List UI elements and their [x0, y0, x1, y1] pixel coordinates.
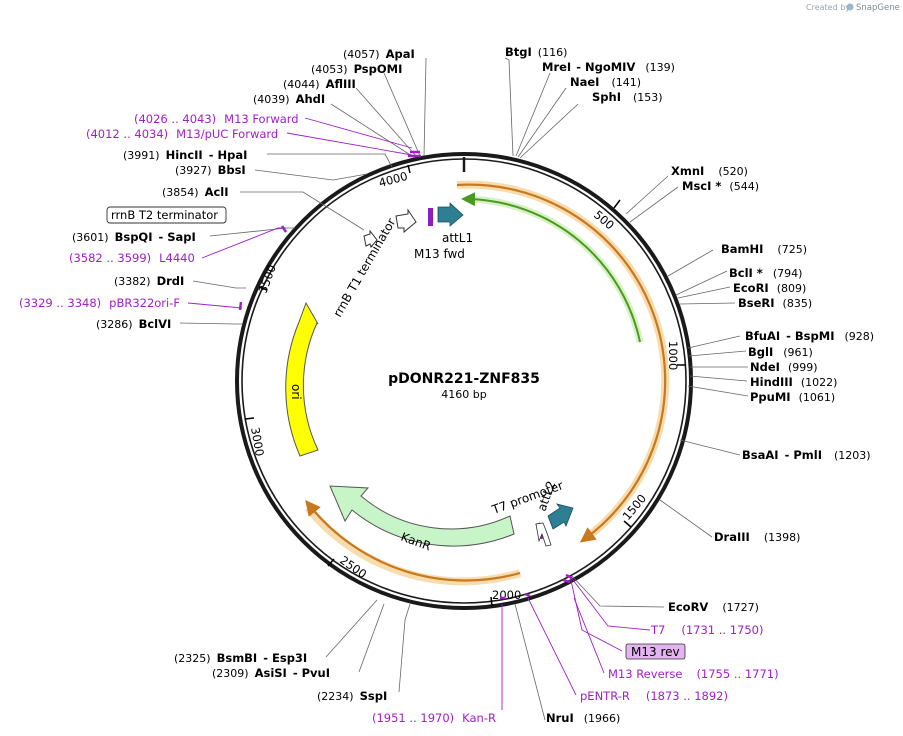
- attl1-feature: [437, 202, 464, 227]
- kanr-feature: [329, 485, 515, 547]
- m13-rev-label: M13 rev: [631, 645, 680, 659]
- primer-l4440: (3582 .. 3599)L4440: [69, 251, 195, 265]
- green-feature-arc: [461, 192, 641, 343]
- rrnb-t1-terminator-feature: [395, 208, 417, 234]
- tick-label-1000: 1000: [666, 341, 680, 370]
- enzyme-bcli: BclI *(794): [729, 266, 802, 280]
- enzyme-draiii: DraIII(1398): [714, 530, 800, 544]
- tick-label-3500: 3500: [256, 263, 279, 295]
- primer-pentr-r: pENTR-R(1873 .. 1892): [580, 689, 728, 703]
- attl1-label: attL1: [442, 231, 473, 245]
- enzyme-bclvi: (3286)BclVI: [96, 317, 171, 331]
- enzyme-bfuai: BfuAI- BspMI(928): [745, 329, 874, 343]
- tick-marks: [244, 164, 686, 607]
- rrnb-t2-terminator-feature: [363, 229, 378, 248]
- enzyme-ppumi: PpuMI(1061): [750, 390, 835, 404]
- tick-label-3000: 3000: [248, 426, 267, 457]
- enzyme-bgli: BglI(961): [748, 345, 813, 359]
- attl2-feature: [547, 503, 574, 530]
- watermark-created-by: Created by: [806, 3, 850, 12]
- m13fwd-label: M13 fwd: [414, 247, 465, 261]
- rrnb-t1-label: rrnB T1 terminator: [330, 216, 398, 320]
- m13fwd-primer-mark: [428, 208, 433, 226]
- primer-pbr322ori-f: (3329 .. 3348)pBR322ori-F: [19, 296, 180, 310]
- snapgene-logo-icon: [846, 3, 854, 11]
- watermark-brand: SnapGene: [856, 3, 900, 13]
- t7-promoter-feature: [535, 522, 552, 547]
- tick-label-2000: 2000: [492, 588, 521, 602]
- enzyme-acli: (3854)AclI: [162, 185, 229, 199]
- tick-label-4000: 4000: [377, 169, 409, 190]
- primer-marks: [238, 150, 573, 600]
- enzyme-afliii: (4044)AflIII: [283, 77, 356, 91]
- attl2-label: attL2: [535, 479, 559, 513]
- enzyme-sphi: SphI(153): [592, 90, 663, 104]
- enzyme-sspi: (2234)SspI: [317, 689, 387, 703]
- backbone-outer-ring: [235, 152, 693, 610]
- enzyme-asisi: (2309)AsiSI- PvuI: [212, 666, 330, 680]
- enzyme-hindiii: HindIII(1022): [750, 375, 837, 389]
- snapgene-watermark: Created by SnapGene: [806, 3, 900, 13]
- enzyme-naei: NaeI(141): [570, 75, 641, 89]
- primer-kan-r: (1951 .. 1970)Kan-R: [372, 711, 496, 725]
- enzyme-hincii: (3991)HincII- HpaI: [123, 148, 247, 162]
- primer-m13-puc-forward: (4012 .. 4034)M13/pUC Forward: [86, 127, 278, 141]
- enzyme-apai: (4057)ApaI: [343, 47, 415, 61]
- enzyme-ahdi: (4039)AhdI: [253, 92, 325, 106]
- orange-lower-arc: [305, 500, 521, 582]
- enzyme-bseri: BseRI(835): [738, 296, 812, 310]
- m13-rev-badge: [625, 643, 686, 660]
- ori-label: ori: [289, 384, 303, 400]
- enzyme-nrui: NruI(1966): [546, 711, 620, 725]
- rrnb-t2-label-box: [106, 206, 227, 224]
- enzyme-mrei: MreI- NgoMIV(139): [542, 60, 675, 74]
- enzyme-btgi: BtgI(116): [505, 45, 567, 59]
- enzyme-ecorv: EcoRV(1727): [668, 600, 759, 614]
- enzyme-msci: MscI *(544): [682, 179, 759, 193]
- primer-m13-forward: (4026 .. 4043)M13 Forward: [134, 112, 299, 126]
- enzyme-bsmbi: (2325)BsmBI- Esp3I: [174, 651, 307, 665]
- primer-t7: T7(1731 .. 1750): [650, 623, 763, 637]
- plasmid-size: 4160 bp: [441, 388, 486, 401]
- enzyme-bbsi: (3927)BbsI: [175, 163, 246, 177]
- rrnb-t2-label: rrnB T2 terminator: [111, 208, 218, 222]
- enzyme-xmni: XmnI(520): [671, 164, 748, 178]
- enzyme-drdi: (3382)DrdI: [114, 274, 184, 288]
- enzyme-bamhi: BamHI(725): [721, 242, 807, 256]
- enzyme-psp0mi: (4053)PspOMI: [311, 62, 402, 76]
- enzyme-leader-lines: [179, 57, 749, 721]
- primer-m13-reverse: M13 Reverse(1755 .. 1771): [608, 667, 779, 681]
- enzyme-bsaai: BsaAI- PmlI(1203): [742, 448, 871, 462]
- enzyme-bspqi: (3601)BspQI- SapI: [72, 230, 196, 244]
- orange-feature-arc: [456, 183, 667, 543]
- enzyme-ecori: EcoRI(809): [733, 281, 806, 295]
- ori-feature: [285, 301, 319, 457]
- plasmid-name: pDONR221-ZNF835: [388, 371, 540, 387]
- enzyme-ndei: NdeI(999): [750, 360, 818, 374]
- primer-leader-lines: [187, 117, 651, 710]
